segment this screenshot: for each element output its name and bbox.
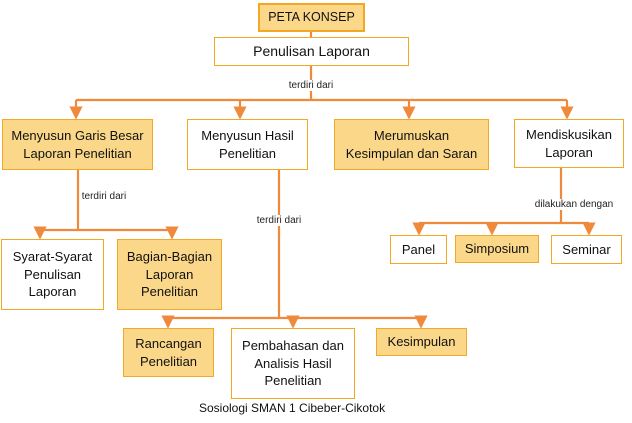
branch-node-1: Menyusun Garis Besar Laporan Penelitian <box>2 119 153 170</box>
b4-child-1: Panel <box>390 235 447 264</box>
b4-child-3: Seminar <box>551 235 622 264</box>
branch-node-2: Menyusun Hasil Penelitian <box>187 119 308 170</box>
b2-child-3: Kesimpulan <box>376 328 467 356</box>
b4-child-2: Simposium <box>455 235 539 263</box>
branch-node-4: Mendiskusikan Laporan <box>514 119 624 168</box>
b2-child-1: Rancangan Penelitian <box>123 328 214 377</box>
branch1-connector-label: terdiri dari <box>79 191 129 202</box>
root-node: Penulisan Laporan <box>214 37 409 66</box>
b1-child-1: Syarat-Syarat Penulisan Laporan <box>1 239 104 310</box>
branch2-connector-label: terdiri dari <box>254 215 304 226</box>
branch4-connector-label: dilakukan dengan <box>532 199 616 210</box>
root-connector-label: terdiri dari <box>286 80 336 91</box>
b2-child-2: Pembahasan dan Analisis Hasil Penelitian <box>231 328 355 399</box>
footer-text: Sosiologi SMAN 1 Cibeber-Cikotok <box>199 401 386 415</box>
diagram-title: PETA KONSEP <box>258 3 365 32</box>
branch-node-3: Merumuskan Kesimpulan dan Saran <box>334 119 489 170</box>
b1-child-2: Bagian-Bagian Laporan Penelitian <box>117 239 222 310</box>
